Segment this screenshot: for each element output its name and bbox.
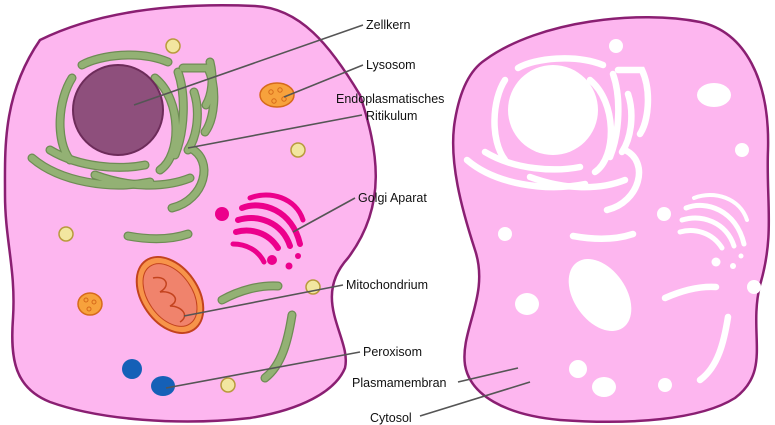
lysosome-secondary (78, 293, 102, 315)
peroxisome-secondary (122, 359, 142, 379)
label-nucleus: Zellkern (366, 18, 411, 32)
label-er-line2: Ritikulum (366, 109, 417, 123)
ghost-peroxisome-secondary (569, 360, 587, 378)
label-lysosome: Lysosom (366, 58, 416, 72)
label-golgi: Golgi Aparat (358, 191, 427, 205)
label-plasma-membrane: Plasmamembran (352, 376, 447, 390)
ghost-nucleus (508, 65, 598, 155)
right-cell (453, 17, 769, 422)
ghost-peroxisome (592, 377, 616, 397)
peroxisome (151, 376, 175, 396)
label-mitochondrion: Mitochondrium (346, 278, 428, 292)
label-er-line1: Endoplasmatisches (336, 92, 444, 106)
ghost-lysosome (697, 83, 731, 107)
nucleus (73, 65, 163, 155)
ghost-lysosome-secondary (515, 293, 539, 315)
label-cytosol: Cytosol (370, 411, 412, 425)
label-peroxisome: Peroxisom (363, 345, 422, 359)
